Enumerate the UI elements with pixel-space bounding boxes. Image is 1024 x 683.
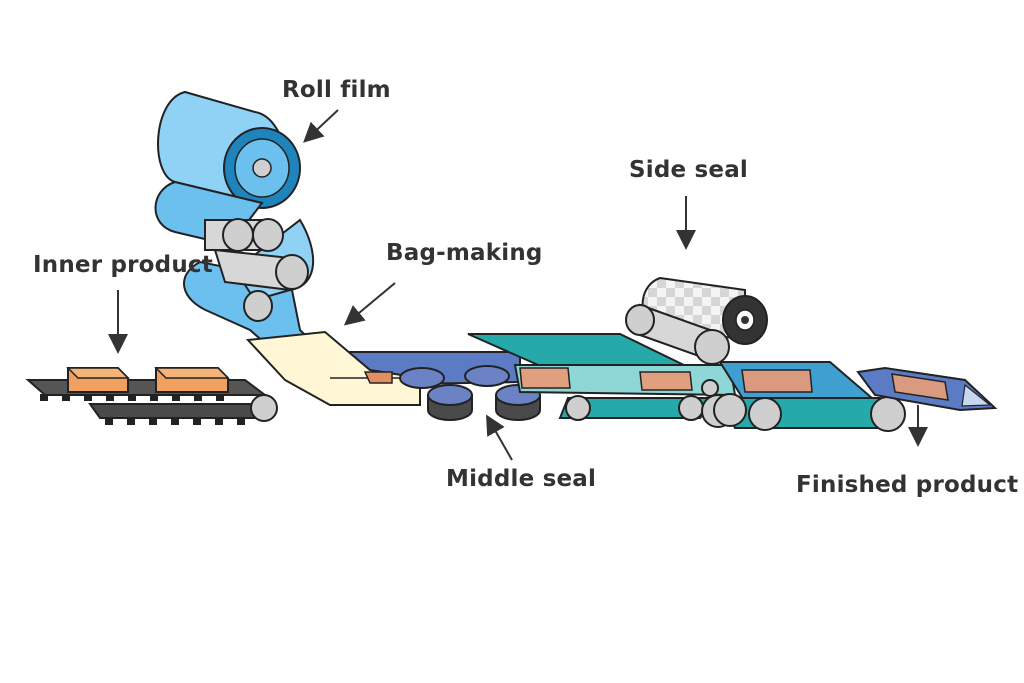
finished-product-bag — [856, 366, 998, 412]
conveyor-end-roller — [250, 394, 278, 422]
middle-seal-wheels — [399, 365, 541, 421]
arrow-bag-making — [343, 282, 396, 326]
conveyor-lugs — [40, 394, 245, 425]
tension-rollers — [204, 218, 309, 322]
label-inner-product: Inner product — [33, 252, 213, 278]
tunnel-rollers — [565, 379, 906, 432]
inner-product-box-2 — [154, 367, 230, 393]
bag-former-section — [245, 330, 541, 421]
tunnel-product — [519, 367, 571, 389]
label-middle-seal: Middle seal — [446, 466, 597, 492]
inner-product-box-1 — [66, 367, 130, 393]
bag-former — [245, 330, 421, 406]
arrow-roll-film — [303, 109, 339, 143]
tunnel-product-2 — [639, 371, 693, 391]
tunnel-lower-panel — [558, 397, 717, 419]
arrow-middle-seal — [486, 414, 513, 461]
label-finished-product: Finished product — [796, 472, 1019, 498]
seal-tunnel — [467, 333, 906, 432]
label-roll-film: Roll film — [282, 77, 391, 103]
film-roll-end — [223, 127, 301, 209]
conveyor-belt-lower — [88, 403, 270, 419]
side-seal-product — [741, 369, 813, 393]
annotation-arrows — [108, 109, 928, 461]
label-side-seal: Side seal — [629, 157, 749, 183]
label-bag-making: Bag-making — [386, 240, 543, 266]
side-seal-roll — [625, 276, 768, 365]
conveyor-belt-upper — [25, 379, 268, 396]
product-in-tube — [363, 371, 393, 384]
infeed-conveyor — [25, 367, 278, 425]
